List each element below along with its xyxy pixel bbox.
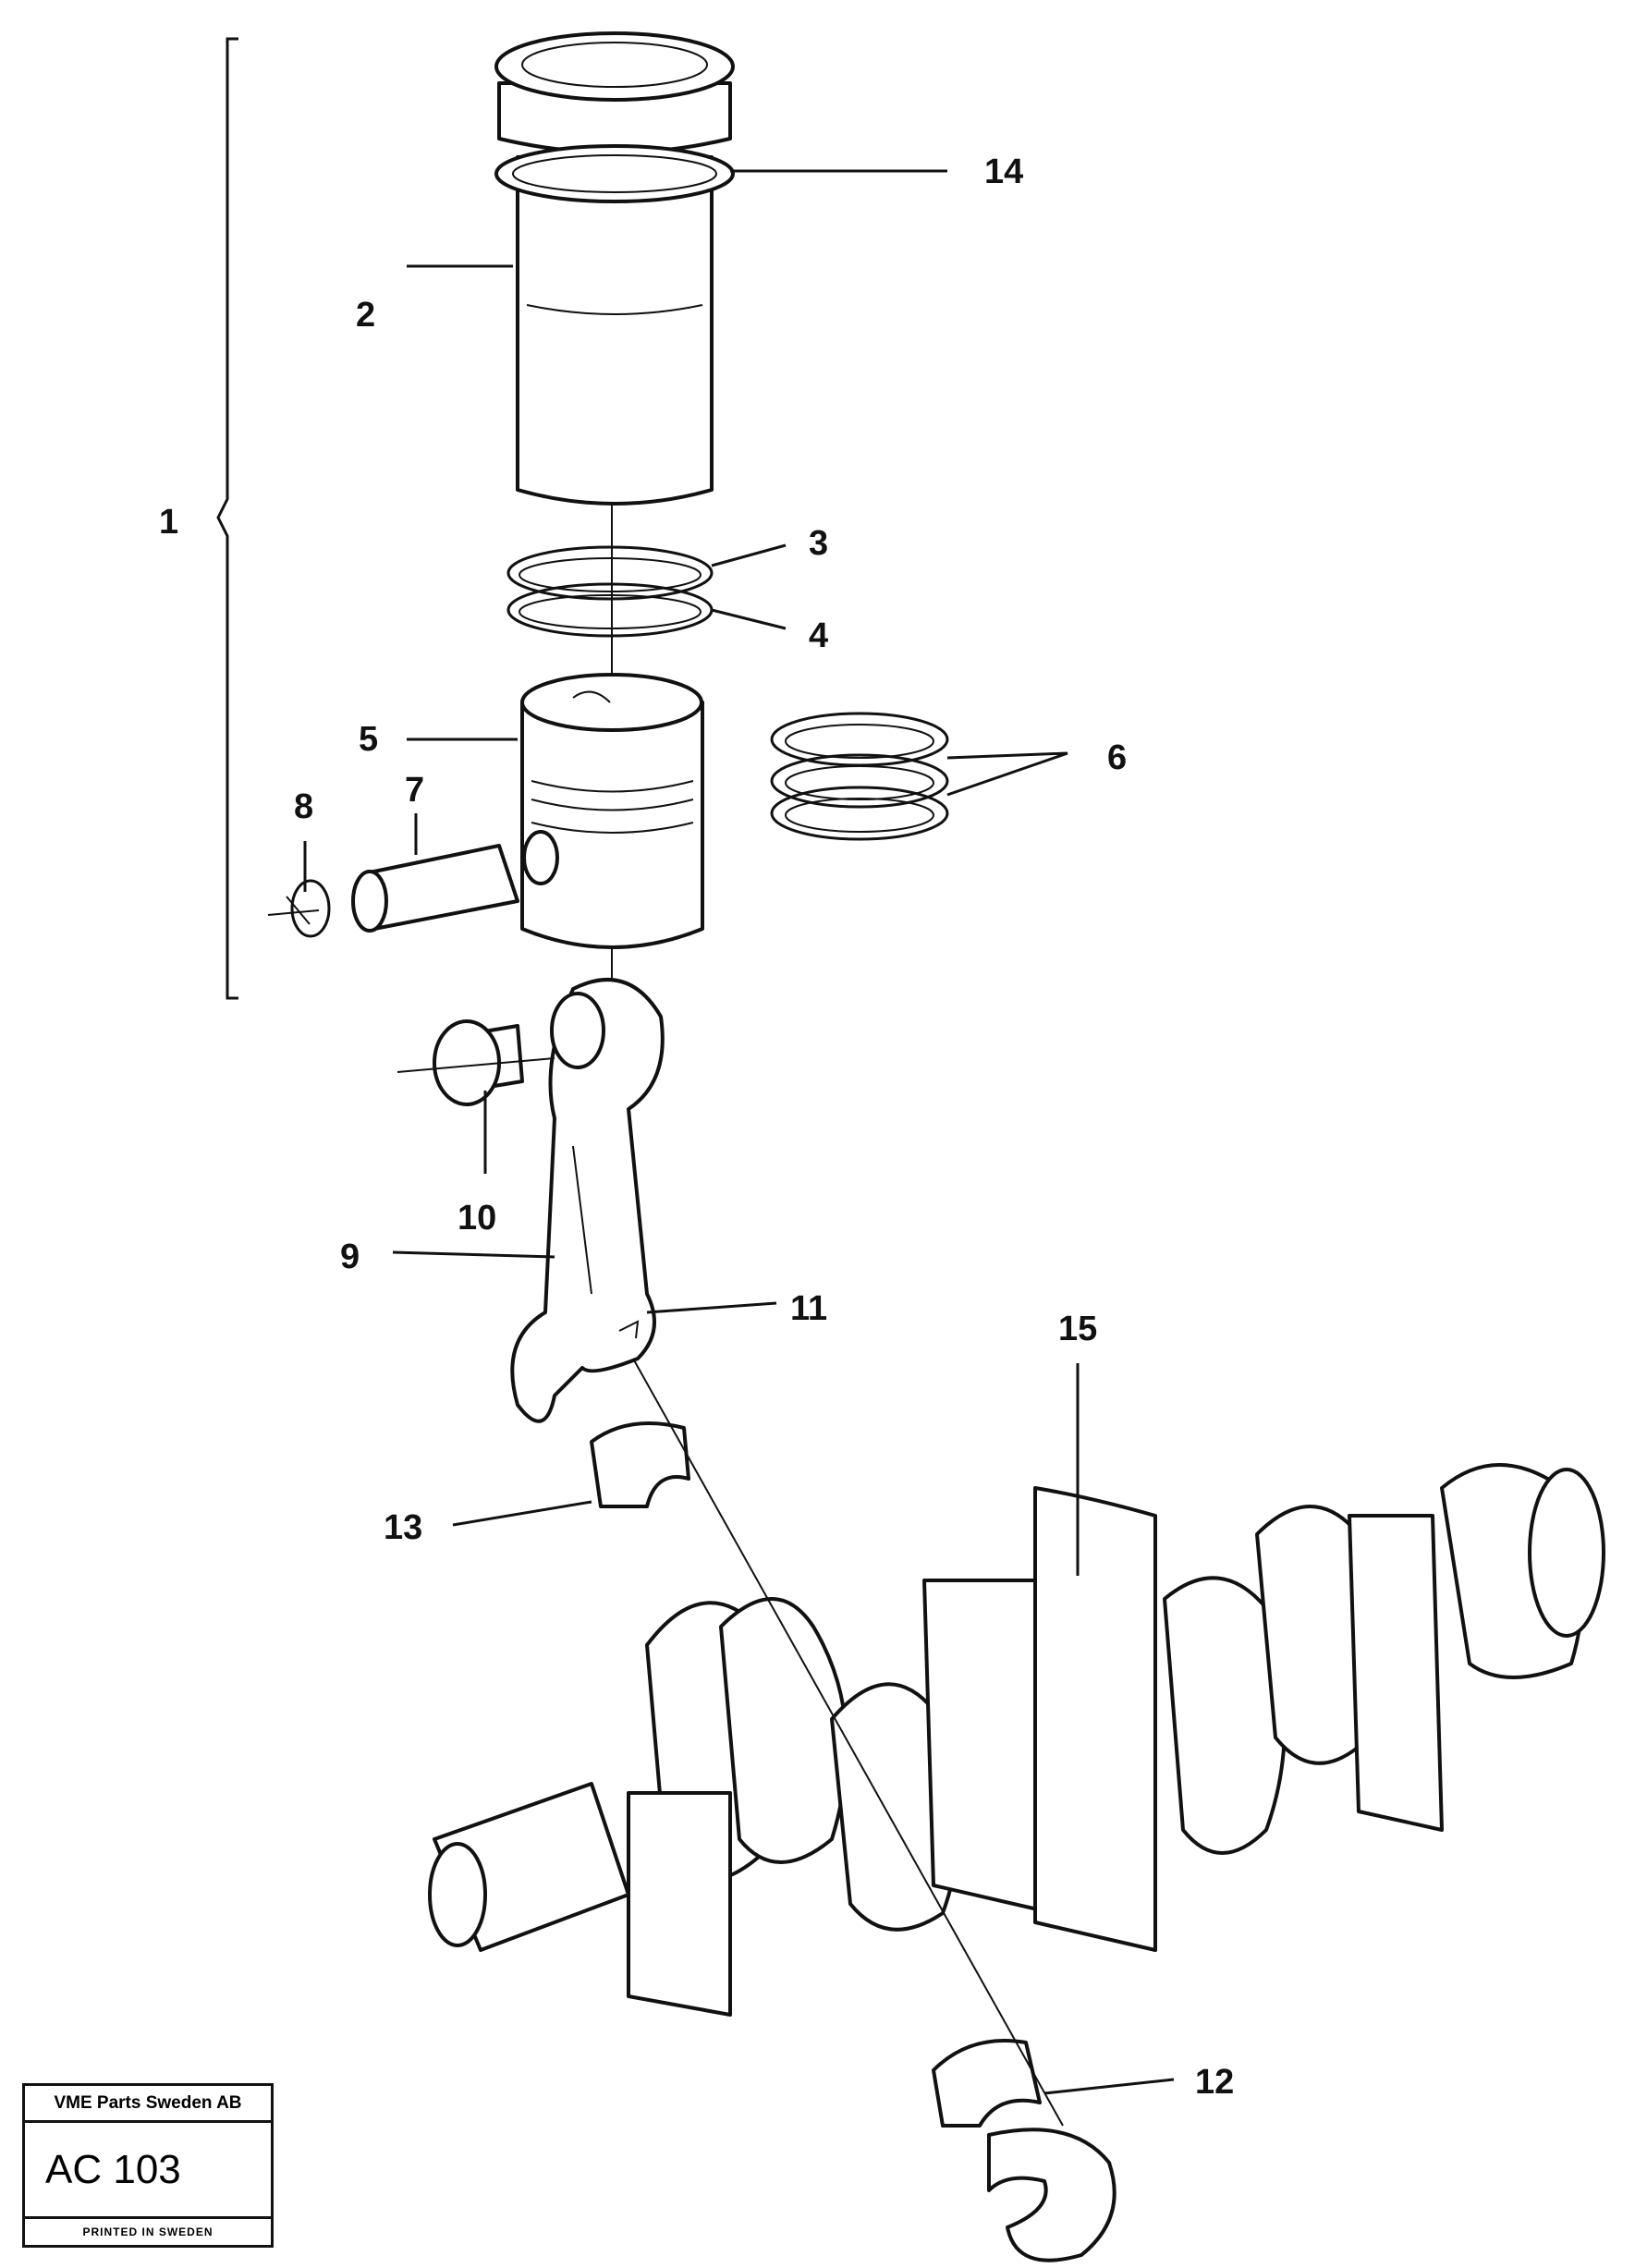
callout-10: 10 <box>458 1199 496 1238</box>
gudgeon-pin-and-circlip <box>267 844 519 938</box>
guide-line <box>632 1358 1064 2127</box>
callout-1: 1 <box>159 503 178 542</box>
callout-15: 15 <box>1058 1310 1097 1348</box>
callout-13: 13 <box>384 1508 422 1547</box>
callout-9: 9 <box>340 1238 360 1276</box>
leader-lines <box>303 169 1175 2095</box>
callout-7: 7 <box>405 771 424 810</box>
liner-seal-rings <box>506 545 714 638</box>
rod-bolt <box>618 1320 640 1339</box>
callout-2: 2 <box>356 296 375 335</box>
stamp-company: VME Parts Sweden AB <box>25 2086 271 2123</box>
crankshaft <box>428 1463 1605 2017</box>
connecting-rod <box>510 978 665 1423</box>
callout-14: 14 <box>984 152 1023 191</box>
stamp-footer: PRINTED IN SWEDEN <box>82 2225 214 2238</box>
cylinder-liner <box>494 31 735 506</box>
callout-4: 4 <box>809 616 828 655</box>
callout-6: 6 <box>1107 738 1127 777</box>
callout-5: 5 <box>359 720 378 759</box>
big-end-bearing-upper <box>590 1421 690 1508</box>
title-stamp: VME Parts Sweden AB AC 103 PRINTED IN SW… <box>22 2083 274 2248</box>
callout-3: 3 <box>809 524 828 563</box>
callout-11: 11 <box>790 1289 827 1328</box>
stamp-code: AC 103 <box>25 2123 271 2219</box>
callout-8: 8 <box>294 787 313 826</box>
group-bracket <box>216 37 238 1000</box>
piston-rings <box>770 712 949 841</box>
big-end-bearing-cap <box>932 2039 1116 2262</box>
piston <box>520 673 704 949</box>
small-end-bush <box>397 1019 555 1106</box>
callout-12: 12 <box>1195 2063 1234 2102</box>
